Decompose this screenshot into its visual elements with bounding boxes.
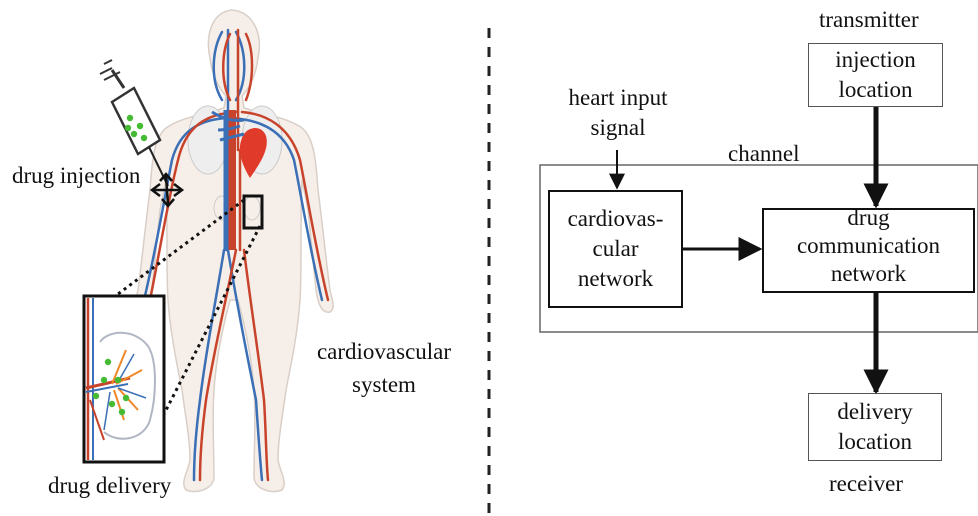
zoom-inset: [84, 296, 164, 462]
system-label-line2: system: [304, 368, 464, 401]
delivery-location-line1: delivery: [837, 397, 912, 427]
drug-particle: [141, 135, 147, 141]
drug-particle: [115, 377, 121, 383]
drug-comm-line3: network: [831, 260, 906, 288]
drug-particle: [101, 377, 107, 383]
injection-location-line1: injection: [835, 45, 915, 75]
drug-particle: [93, 393, 99, 399]
injection-location-box: injection location: [808, 43, 943, 107]
drug-particle: [125, 125, 131, 131]
cardio-network-line2: cular: [593, 234, 639, 264]
cardiovascular-system-label: cardiovascular system: [304, 335, 464, 401]
receiver-label: receiver: [829, 470, 903, 497]
drug-particle: [123, 395, 129, 401]
drug-injection-label: drug injection: [12, 162, 140, 189]
delivery-location-box: delivery location: [808, 393, 942, 461]
injection-location-line2: location: [838, 75, 912, 105]
transmitter-label: transmitter: [819, 6, 919, 33]
drug-particle: [119, 409, 125, 415]
drug-comm-line2: communication: [797, 232, 940, 260]
delivery-location-line2: location: [838, 427, 912, 457]
drug-particle: [137, 123, 143, 129]
drug-delivery-label: drug delivery: [48, 472, 171, 499]
drug-communication-network-box: drug communication network: [762, 208, 975, 293]
cardiovascular-network-box: cardiovas- cular network: [548, 190, 683, 308]
channel-label: channel: [728, 140, 800, 167]
drug-comm-line1: drug: [847, 204, 889, 232]
drug-particle: [127, 115, 133, 121]
heart-input-line2: signal: [548, 113, 688, 143]
drug-particle: [131, 131, 137, 137]
drug-particle: [109, 401, 115, 407]
cardio-network-line1: cardiovas-: [568, 204, 664, 234]
system-label-line1: cardiovascular: [304, 335, 464, 368]
heart-input-line1: heart input: [548, 83, 688, 113]
drug-particle: [105, 359, 111, 365]
heart-input-signal-label: heart input signal: [548, 83, 688, 143]
cardio-network-line3: network: [578, 264, 653, 294]
